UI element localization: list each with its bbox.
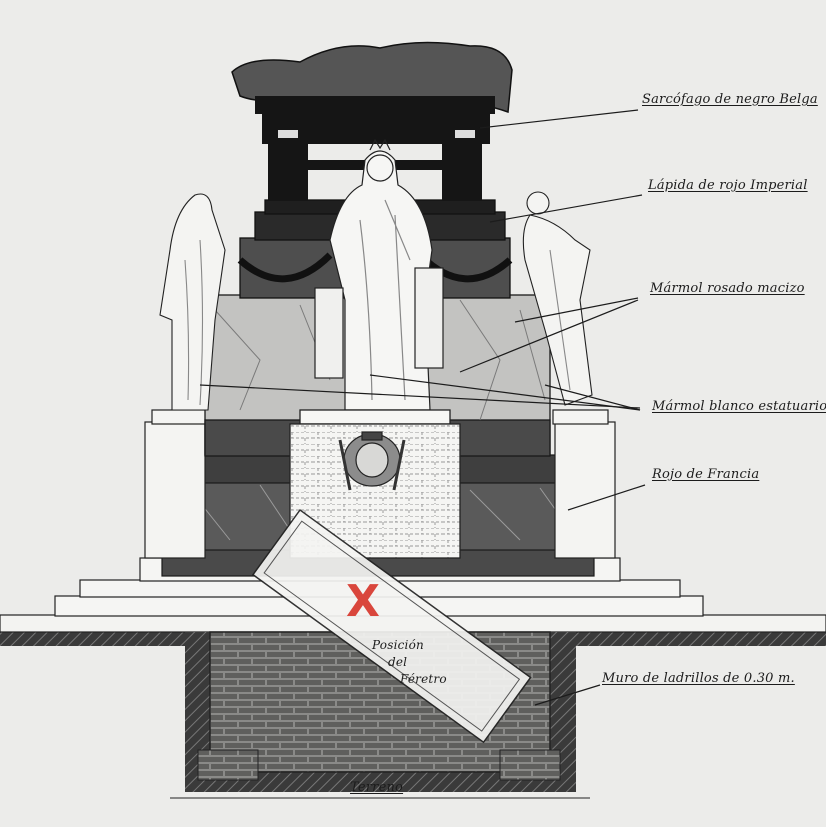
label-feretro: Féretro bbox=[400, 672, 447, 686]
label-muro: Muro de ladrillos de 0.30 m. bbox=[602, 671, 795, 686]
label-rojo-francia: Rojo de Francia bbox=[652, 467, 760, 482]
central-statue bbox=[314, 138, 444, 411]
label-lapida: Lápida de rojo Imperial bbox=[648, 178, 808, 193]
right-statue bbox=[522, 191, 593, 406]
coffin-position bbox=[251, 508, 532, 744]
leader-lines bbox=[199, 109, 646, 706]
label-marmol-rosado: Mármol rosado macizo bbox=[650, 281, 805, 296]
position-x-marker: X bbox=[346, 576, 380, 627]
white-marble-side-blocks bbox=[144, 409, 616, 559]
label-marmol-blanco: Mármol blanco estatuario bbox=[652, 399, 826, 414]
label-posicion: Posición bbox=[372, 638, 424, 652]
label-sarcofago: Sarcófago de negro Belga bbox=[642, 92, 818, 107]
coat-of-arms bbox=[338, 431, 406, 491]
label-del: del bbox=[388, 655, 408, 669]
label-terreno: Terreno bbox=[350, 780, 404, 795]
